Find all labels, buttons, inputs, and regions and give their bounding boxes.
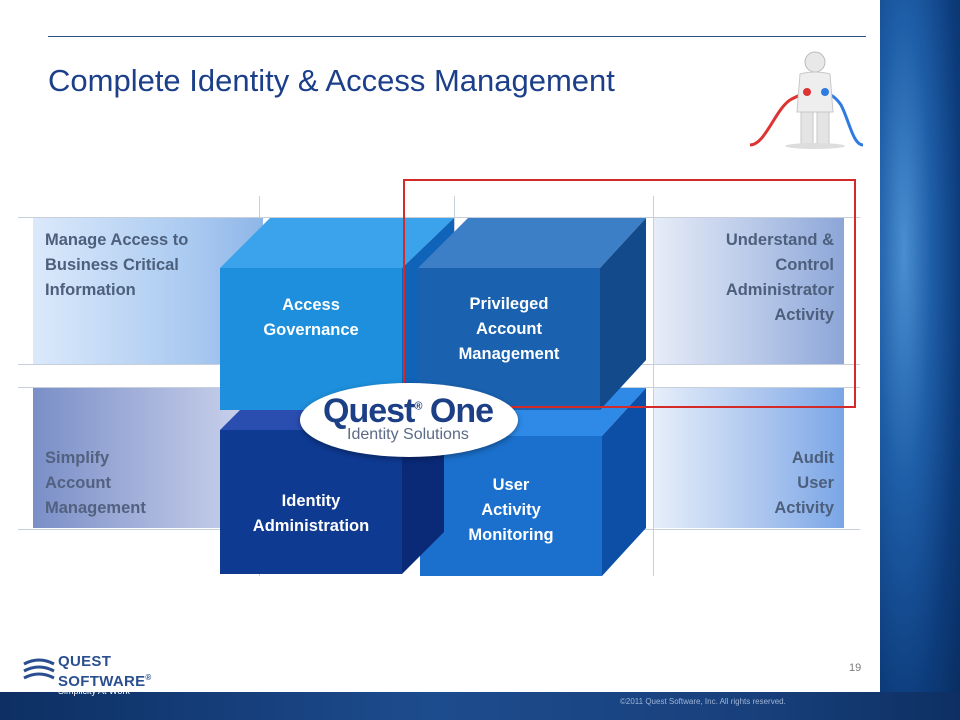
- registered-mark: ®: [145, 673, 152, 682]
- copyright-text: ©2011 Quest Software, Inc. All rights re…: [620, 697, 786, 706]
- highlight-box: [403, 179, 856, 408]
- logo-line: QUEST: [58, 653, 112, 670]
- page-number: 19: [849, 662, 862, 674]
- quadrant-label: Simplify Account Management: [45, 449, 146, 517]
- logo-word: Quest: [323, 392, 415, 430]
- quadrant-understand-control: Understand & Control Administrator Activ…: [654, 218, 844, 364]
- cube-privileged-account-management: Privileged Account Management: [458, 294, 560, 363]
- quadrant-label: Manage Access to Business Critical Infor…: [45, 231, 189, 299]
- footer-strip: [0, 692, 960, 720]
- logo-line: SOFTWARE: [58, 673, 146, 690]
- quest-one-logo-text: Quest® One: [323, 392, 494, 431]
- cube-access-governance: Access Governance: [263, 296, 359, 339]
- grid-line: [18, 217, 860, 218]
- cube-identity-administration: Identity Administration: [252, 492, 370, 535]
- quadrant-audit-user: Audit User Activity: [654, 388, 844, 528]
- quest-software-logo-icon: [23, 658, 55, 680]
- cube-user-activity-monitoring-shape: [420, 388, 646, 576]
- logo-word: One: [429, 392, 494, 430]
- decorative-side-band: [880, 0, 960, 720]
- title-rule: [48, 36, 866, 37]
- quest-one-logo: [300, 383, 518, 457]
- quadrant-label: Audit User Activity: [774, 449, 834, 517]
- quest-software-tagline: Simplicity At Work™: [58, 686, 139, 696]
- cube-user-activity-monitoring: User Activity Monitoring: [468, 475, 554, 544]
- quest-software-logo-text: QUEST SOFTWARE®: [58, 654, 152, 690]
- quadrant-label: Understand & Control Administrator Activ…: [725, 231, 834, 324]
- quest-one-subtitle: Identity Solutions: [347, 426, 469, 443]
- registered-mark: ®: [414, 400, 422, 413]
- grid-line: [653, 196, 654, 576]
- person-with-cables-illustration: [749, 51, 864, 149]
- slide-title: Complete Identity & Access Management: [48, 63, 615, 98]
